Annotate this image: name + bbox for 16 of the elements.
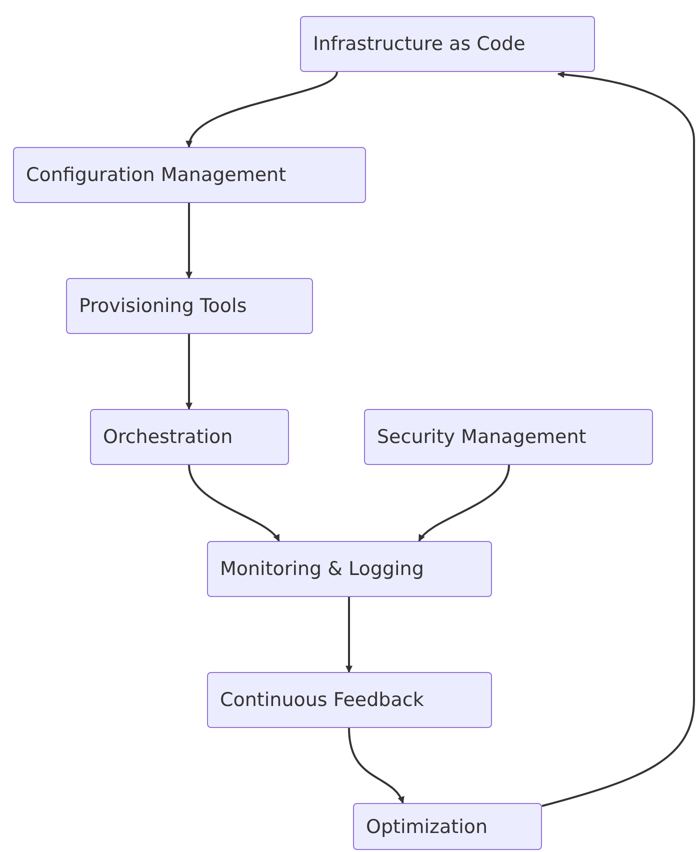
arrow <box>187 72 338 148</box>
process-box: Continuous Feedback <box>207 672 492 728</box>
process-box: Security Management <box>364 409 653 465</box>
process-box: Monitoring & Logging <box>207 541 492 597</box>
process-box: Configuration Management <box>13 147 366 203</box>
process-box: Orchestration <box>90 409 289 465</box>
process-box: Optimization <box>353 803 542 850</box>
arrow <box>186 203 192 279</box>
arrow <box>346 597 352 673</box>
process-box: Provisioning Tools <box>66 278 313 334</box>
process-box: Infrastructure as Code <box>300 16 595 72</box>
arrow <box>348 728 404 804</box>
arrow <box>186 334 192 410</box>
arrow <box>542 71 695 807</box>
arrow <box>418 464 510 542</box>
arrow <box>188 464 280 542</box>
